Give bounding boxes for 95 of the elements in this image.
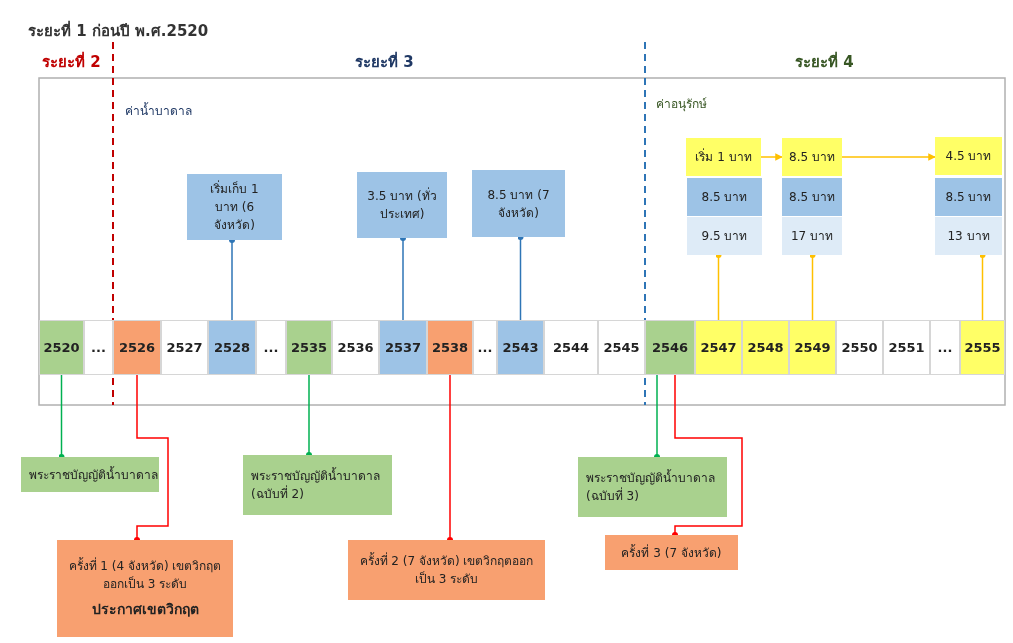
price-box bbox=[357, 172, 447, 238]
connector-line bbox=[134, 374, 169, 543]
diagram-title: ระยะที่ 1 ก่อนปี พ.ศ.2520 bbox=[28, 19, 209, 42]
note-text: 8.5 บาท bbox=[789, 149, 835, 166]
note-text: ครั้งที่ 1 (4 จังหวัด) เขตวิกฤตออกเป็น 3 ระดับ bbox=[67, 557, 223, 593]
year-text: 2546 bbox=[651, 338, 689, 357]
year-cell bbox=[84, 320, 113, 375]
year-text: 2551 bbox=[888, 338, 925, 357]
price-box bbox=[782, 138, 842, 176]
price-box bbox=[935, 137, 1002, 175]
note-text: ครั้งที่ 2 (7 จังหวัด) เขตวิกฤตออกเป็น 3 ระดับ bbox=[358, 552, 535, 588]
year-cell bbox=[379, 320, 427, 375]
year-cell bbox=[286, 320, 332, 375]
year-text: 2544 bbox=[552, 338, 590, 357]
crisis-box bbox=[57, 540, 233, 637]
year-cell bbox=[113, 320, 161, 375]
year-text: 2545 bbox=[603, 338, 640, 357]
year-cell bbox=[789, 320, 836, 375]
note-text: ครั้งที่ 3 (7 จังหวัด) bbox=[621, 543, 722, 562]
note-text: 8.5 บาท bbox=[789, 189, 835, 206]
year-text: ... bbox=[937, 338, 953, 357]
year-text: 2536 bbox=[337, 338, 374, 357]
year-cell bbox=[598, 320, 645, 375]
arrow bbox=[841, 153, 936, 161]
connector-line bbox=[672, 374, 743, 538]
note-text: 3.5 บาท (ทั่วประเทศ) bbox=[367, 187, 437, 223]
note-text: 13 บาท bbox=[947, 228, 990, 245]
year-text: 2537 bbox=[384, 338, 422, 357]
year-cell bbox=[695, 320, 742, 375]
year-cell bbox=[742, 320, 789, 375]
note-text: 4.5 บาท bbox=[945, 148, 992, 165]
year-cell bbox=[427, 320, 473, 375]
crisis-box bbox=[605, 535, 738, 570]
year-cell bbox=[883, 320, 930, 375]
year-text: 2528 bbox=[213, 338, 251, 357]
note-text: พระราชบัญญัติน้ำบาดาล (ฉบับที่ 3) bbox=[586, 469, 716, 505]
note-text: 8.5 บาท bbox=[701, 189, 748, 206]
year-text: 2543 bbox=[502, 338, 539, 357]
year-cell bbox=[497, 320, 544, 375]
note-text: พระราชบัญญัติน้ำบาดาล bbox=[29, 465, 158, 484]
connector-line bbox=[654, 374, 660, 460]
year-cell bbox=[473, 320, 497, 375]
connector-line bbox=[58, 374, 65, 460]
year-cell bbox=[39, 320, 84, 375]
year-cell bbox=[645, 320, 695, 375]
note-text: 17 บาท bbox=[790, 228, 834, 245]
connector-line bbox=[447, 374, 453, 543]
note-text: 8.5 บาท (7 จังหวัด) bbox=[486, 186, 551, 222]
note-text: 8.5 บาท bbox=[945, 189, 992, 206]
crisis-box bbox=[348, 540, 545, 600]
year-text: 2520 bbox=[43, 338, 80, 357]
note-text: เริ่ม 1 บาท bbox=[695, 148, 752, 166]
year-cell bbox=[930, 320, 960, 375]
price-box bbox=[782, 217, 842, 255]
year-cell bbox=[960, 320, 1005, 375]
year-text: 2548 bbox=[747, 338, 784, 357]
phase-heading: ระยะที่ 3 bbox=[355, 50, 414, 73]
year-text: 2547 bbox=[700, 338, 737, 357]
price-box bbox=[687, 178, 762, 216]
year-text: 2538 bbox=[431, 338, 469, 357]
year-cell bbox=[332, 320, 379, 375]
arrow bbox=[760, 153, 783, 161]
year-text: ... bbox=[91, 338, 106, 357]
law-box bbox=[243, 455, 392, 515]
note-text: 9.5 บาท bbox=[701, 228, 748, 245]
year-cell bbox=[208, 320, 256, 375]
law-box bbox=[578, 457, 727, 517]
heading-text: ประกาศเขตวิกฤต bbox=[91, 600, 199, 619]
year-text: 2526 bbox=[118, 338, 156, 357]
note-text: เริ่มเก็บ 1 บาท (6 จังหวัด) bbox=[209, 180, 260, 234]
price-box bbox=[472, 170, 565, 237]
connector-line bbox=[306, 374, 312, 458]
year-text: 2549 bbox=[794, 338, 831, 357]
year-text: ... bbox=[477, 338, 493, 357]
price-box bbox=[686, 138, 761, 176]
section-label: ค่าน้ำบาดาล bbox=[125, 101, 192, 120]
year-cell bbox=[161, 320, 208, 375]
price-box bbox=[782, 178, 842, 216]
note-text: พระราชบัญญัติน้ำบาดาล (ฉบับที่ 2) bbox=[251, 467, 381, 503]
price-box bbox=[687, 217, 762, 255]
price-box bbox=[935, 178, 1002, 216]
year-cell bbox=[256, 320, 286, 375]
law-box bbox=[21, 457, 159, 492]
year-cell bbox=[836, 320, 883, 375]
price-box bbox=[935, 217, 1002, 255]
price-box bbox=[187, 174, 282, 240]
year-text: 2527 bbox=[166, 338, 203, 357]
year-text: 2535 bbox=[290, 338, 328, 357]
phase-heading: ระยะที่ 2 bbox=[42, 50, 101, 73]
year-text: 2550 bbox=[841, 338, 878, 357]
section-label: ค่าอนุรักษ์ bbox=[656, 96, 707, 113]
year-cell bbox=[544, 320, 598, 375]
phase-heading: ระยะที่ 4 bbox=[795, 50, 854, 73]
year-text: ... bbox=[263, 338, 279, 357]
year-text: 2555 bbox=[964, 338, 1001, 357]
